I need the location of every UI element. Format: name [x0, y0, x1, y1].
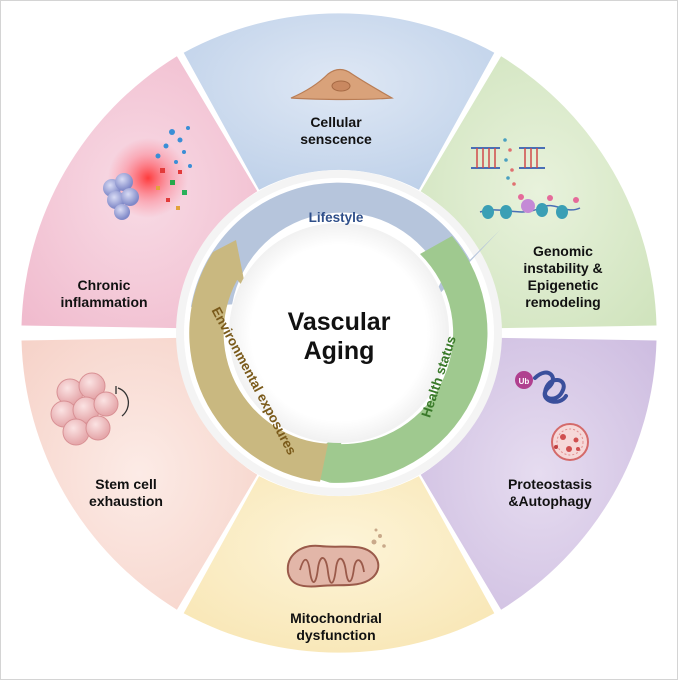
- label-lifestyle: Lifestyle: [309, 210, 364, 225]
- inflammation-icon: [103, 126, 192, 220]
- ubiquitin-protein-icon: Ub: [515, 370, 568, 404]
- arrow-environment: [189, 252, 328, 482]
- stem-cell-cluster-icon: [50, 372, 129, 446]
- label-genomic-2: instability &: [523, 260, 602, 276]
- mitochondrion-icon: [286, 528, 386, 588]
- segment-cellular-senescence: [183, 13, 495, 190]
- label-inflammation-1: Chronic: [78, 277, 131, 293]
- segment-proteostasis-autophagy: [420, 337, 657, 610]
- autophagosome-icon: [551, 423, 589, 461]
- arrow-environment-head: [213, 240, 246, 290]
- label-inflammation-2: inflammation: [60, 294, 147, 310]
- label-mitochondrial-2: dysfunction: [296, 627, 375, 643]
- label-proteostasis-1: Proteostasis: [508, 476, 592, 492]
- label-proteostasis-2: &Autophagy: [508, 493, 591, 509]
- ub-label: Ub: [519, 377, 530, 386]
- center-title-line1: Vascular: [288, 308, 391, 336]
- segment-genomic-instability: [420, 56, 657, 329]
- label-mitochondrial-1: Mitochondrial: [290, 610, 382, 626]
- arrow-health: [330, 236, 488, 483]
- label-stem-1: Stem cell: [95, 476, 156, 492]
- label-cellular-1: Cellular: [310, 114, 362, 130]
- influence-ring: [189, 182, 500, 483]
- arrow-lifestyle: [190, 182, 470, 307]
- dna-epigenetic-icon: [471, 138, 581, 219]
- center-title-line2: Aging: [304, 337, 375, 365]
- senescent-cell-icon: [290, 68, 394, 101]
- label-genomic-1: Genomic: [533, 243, 593, 259]
- label-genomic-3: Epigenetic: [528, 277, 599, 293]
- segment-labels: Cellular senscence Genomic instability &…: [60, 114, 602, 643]
- center-circle: [229, 223, 449, 443]
- label-stem-2: exhaustion: [89, 493, 163, 509]
- label-genomic-4: remodeling: [525, 294, 600, 310]
- label-cellular-2: senscence: [300, 131, 372, 147]
